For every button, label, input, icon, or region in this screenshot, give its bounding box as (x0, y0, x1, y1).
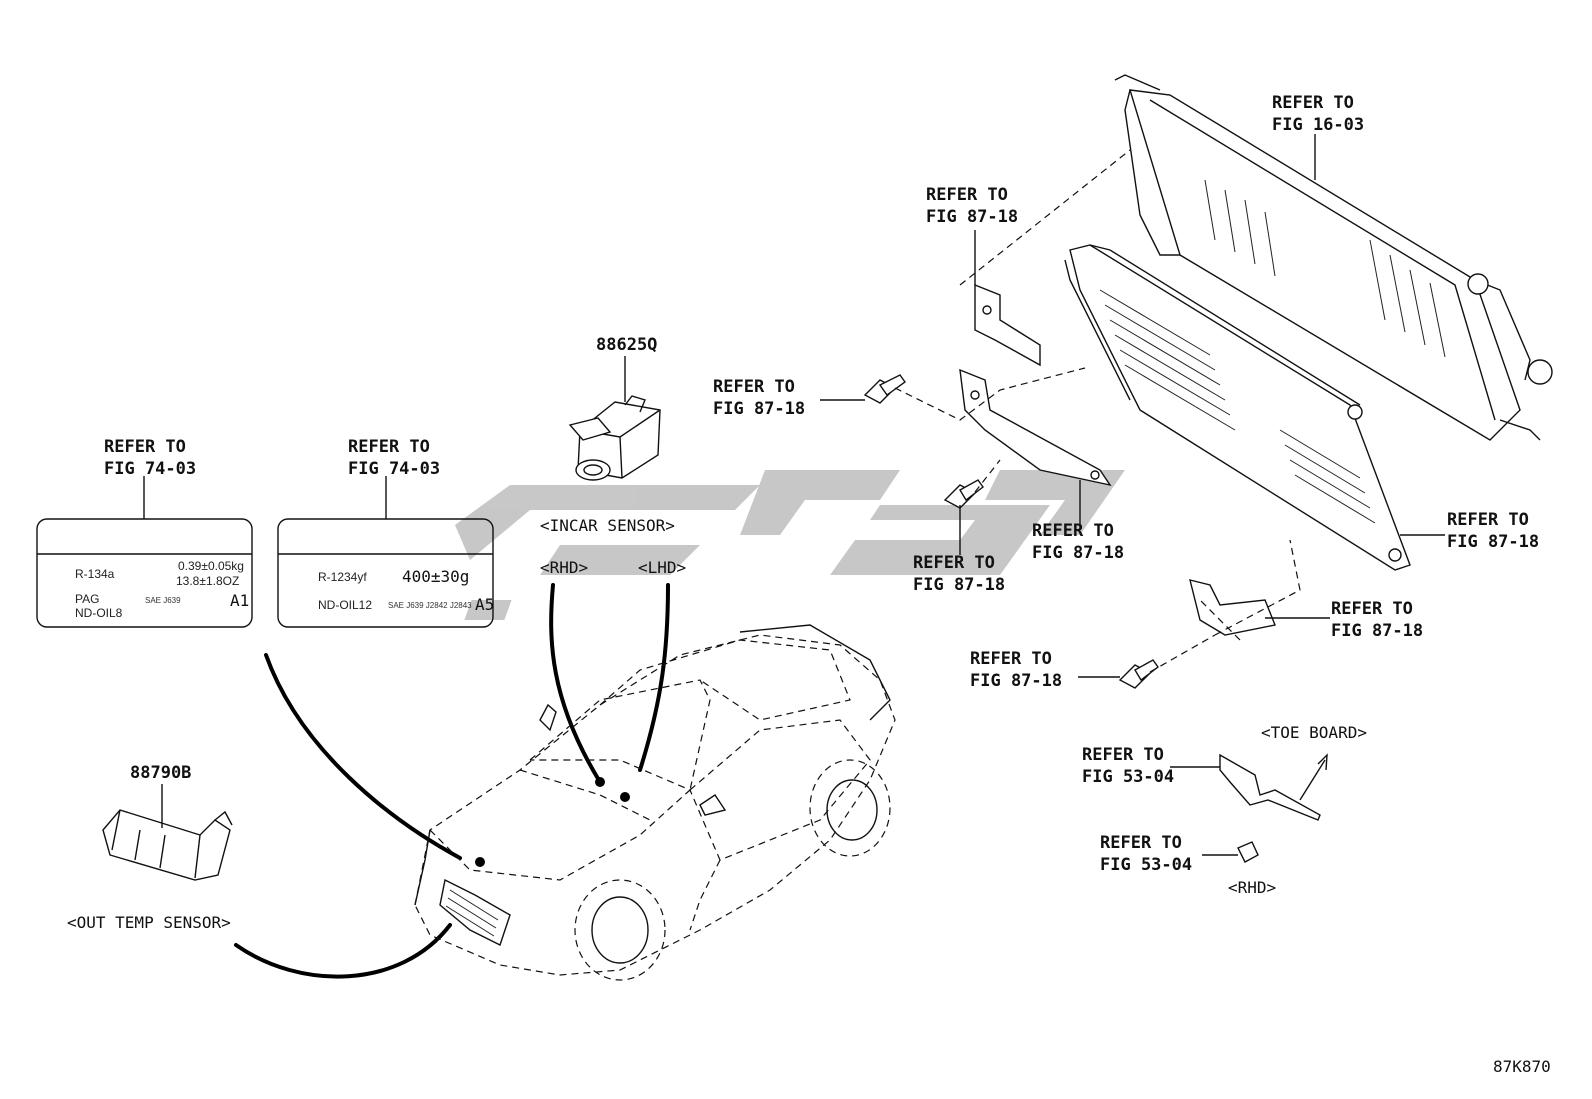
svg-text:FIG 87-18: FIG 87-18 (926, 207, 1018, 227)
radiator-fins (1204, 179, 1446, 358)
svg-text:FIG 53-04: FIG 53-04 (1082, 767, 1174, 787)
svg-text:REFER TO: REFER TO (970, 649, 1052, 669)
clip (1237, 841, 1259, 863)
ac-label-b: R-1234yf 400±30g ND-OIL12 SAE J639 J2842… (277, 518, 494, 628)
caption-out-temp-sensor: <OUT TEMP SENSOR> (67, 913, 231, 932)
svg-text:FIG 87-18: FIG 87-18 (1032, 543, 1124, 563)
label-a-code: A1 (230, 591, 249, 610)
ref-fig-87-18-bolt-low[interactable]: REFER TO FIG 87-18 (970, 649, 1062, 691)
svg-text:REFER TO: REFER TO (1100, 833, 1182, 853)
bolt-low (1118, 659, 1159, 689)
caption-incar-sensor: <INCAR SENSOR> (540, 516, 675, 535)
bolt-top (863, 374, 906, 404)
label-b-fine-print: SAE J639 J2842 J2843 (388, 601, 472, 610)
ref-fig-53-04-b[interactable]: REFER TO FIG 53-04 (1100, 833, 1192, 875)
figure-id: 87K870 (1493, 1057, 1551, 1076)
watermark-logo (455, 470, 1125, 620)
label-b-code: A5 (475, 595, 494, 614)
out-temp-sensor (102, 809, 233, 881)
svg-text:REFER TO: REFER TO (1447, 510, 1529, 530)
incar-sensor (568, 395, 661, 481)
part-number-incar[interactable]: 88625Q (596, 335, 657, 355)
svg-text:REFER TO: REFER TO (104, 437, 186, 457)
svg-text:REFER TO: REFER TO (1082, 745, 1164, 765)
svg-text:REFER TO: REFER TO (348, 437, 430, 457)
bracket-mid (959, 368, 1112, 487)
ref-fig-87-18-bolt-mid[interactable]: REFER TO FIG 87-18 (913, 553, 1005, 595)
label-b-refrigerant: R-1234yf (318, 570, 367, 584)
svg-text:FIG 87-18: FIG 87-18 (970, 671, 1062, 691)
label-a-oil-type: PAG (75, 592, 99, 606)
svg-text:REFER TO: REFER TO (1032, 521, 1114, 541)
ref-fig-87-18-mid[interactable]: REFER TO FIG 87-18 (1032, 521, 1124, 563)
label-b-oil-code: ND-OIL12 (318, 598, 372, 612)
label-a-oil-code: ND-OIL8 (75, 606, 123, 620)
svg-text:REFER TO: REFER TO (926, 185, 1008, 205)
caption-lhd: <LHD> (638, 558, 686, 577)
bolt-mid (943, 479, 984, 509)
toe-board-bracket (1219, 753, 1328, 821)
ref-fig-74-03-b[interactable]: REFER TO FIG 74-03 (348, 437, 440, 479)
ref-fig-16-03[interactable]: REFER TO FIG 16-03 (1272, 93, 1364, 135)
label-a-amount-oz: 13.8±1.8OZ (176, 574, 239, 588)
car-outline (414, 624, 896, 981)
svg-text:FIG 87-18: FIG 87-18 (1447, 532, 1539, 552)
ref-fig-87-18-right[interactable]: REFER TO FIG 87-18 (1447, 510, 1539, 552)
svg-text:REFER TO: REFER TO (1272, 93, 1354, 113)
part-number-out-temp[interactable]: 88790B (130, 763, 191, 783)
svg-text:FIG 74-03: FIG 74-03 (348, 459, 440, 479)
ref-fig-53-04-a[interactable]: REFER TO FIG 53-04 (1082, 745, 1174, 787)
bracket-lower (1189, 579, 1276, 636)
svg-text:REFER TO: REFER TO (1331, 599, 1413, 619)
ref-fig-87-18-bolt-top[interactable]: REFER TO FIG 87-18 (713, 377, 805, 419)
svg-text:REFER TO: REFER TO (713, 377, 795, 397)
condenser-fins (1099, 289, 1376, 524)
svg-text:FIG 53-04: FIG 53-04 (1100, 855, 1192, 875)
caption-rhd: <RHD> (540, 558, 588, 577)
label-a-refrigerant: R-134a (75, 567, 115, 581)
caption-rhd-2: <RHD> (1228, 878, 1276, 897)
label-a-amount-kg: 0.39±0.05kg (178, 559, 244, 573)
label-a-fine-print: SAE J639 (145, 596, 181, 605)
caption-toe-board: <TOE BOARD> (1261, 723, 1367, 742)
svg-text:FIG 16-03: FIG 16-03 (1272, 115, 1364, 135)
radiator (1114, 74, 1553, 441)
condenser (1064, 244, 1411, 571)
label-b-amount: 400±30g (402, 567, 469, 586)
ac-label-a: R-134a 0.39±0.05kg 13.8±1.8OZ PAG SAE J6… (36, 518, 253, 628)
svg-text:FIG 74-03: FIG 74-03 (104, 459, 196, 479)
ref-fig-74-03-a[interactable]: REFER TO FIG 74-03 (104, 437, 196, 479)
svg-text:FIG 87-18: FIG 87-18 (913, 575, 1005, 595)
svg-text:FIG 87-18: FIG 87-18 (713, 399, 805, 419)
ref-fig-87-18-bracket-low[interactable]: REFER TO FIG 87-18 (1331, 599, 1423, 641)
svg-text:REFER TO: REFER TO (913, 553, 995, 573)
bracket-upper (974, 283, 1041, 367)
ref-fig-87-18-bracket-top[interactable]: REFER TO FIG 87-18 (926, 185, 1018, 227)
svg-text:FIG 87-18: FIG 87-18 (1331, 621, 1423, 641)
